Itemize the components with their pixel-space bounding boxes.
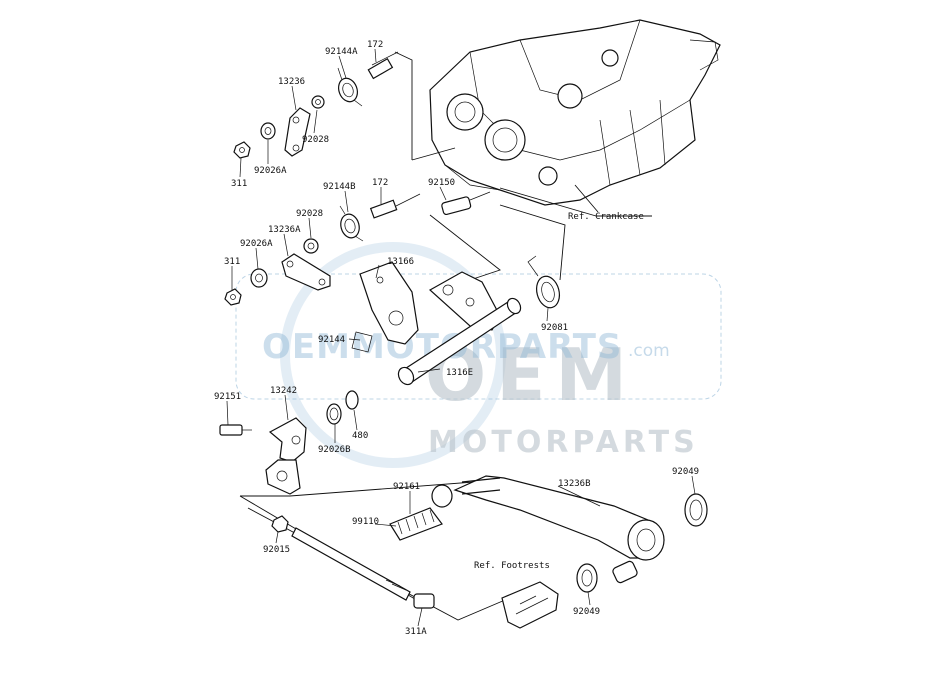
leader-lines xyxy=(226,48,696,627)
part-label-172: 172 xyxy=(367,40,383,50)
part-label-92144A: 92144A xyxy=(325,47,358,57)
part-label-13166: 13166 xyxy=(387,257,414,267)
part-label-92015: 92015 xyxy=(263,545,290,555)
part-label-92049: 92049 xyxy=(672,467,699,477)
watermark-frame xyxy=(235,273,722,400)
middle-arm-group xyxy=(224,191,491,306)
shift-shaft-group xyxy=(326,255,561,425)
watermark-globe-icon xyxy=(280,242,506,468)
ref-crankcase-label: Ref. Crankcase xyxy=(568,212,644,222)
part-label-92026A-b: 92026A xyxy=(240,239,273,249)
part-label-311: 311 xyxy=(231,179,247,189)
part-label-172-b: 172 xyxy=(372,178,388,188)
part-label-92081: 92081 xyxy=(541,323,568,333)
ref-footrests-label: Ref. Footrests xyxy=(474,561,550,571)
part-labels: 92144A 172 13236 92028 311 92026A 92144B… xyxy=(214,40,699,637)
watermark: OEM OEMMOTORPARTS .com MOTORPARTS xyxy=(235,242,722,468)
part-label-92026A: 92026A xyxy=(254,166,287,176)
part-label-92026B: 92026B xyxy=(318,445,351,455)
watermark-brand-text: MOTORPARTS xyxy=(428,425,699,460)
part-label-92144B: 92144B xyxy=(323,182,356,192)
part-label-311-b: 311 xyxy=(224,257,240,267)
part-label-99110: 99110 xyxy=(352,517,379,527)
part-label-92161: 92161 xyxy=(393,482,420,492)
part-label-92028-b: 92028 xyxy=(296,209,323,219)
part-label-92151: 92151 xyxy=(214,392,241,402)
watermark-tld-text: .com xyxy=(628,341,670,361)
part-label-13236: 13236 xyxy=(278,77,305,87)
part-label-1316E: 1316E xyxy=(446,368,473,378)
part-label-92049-b: 92049 xyxy=(573,607,600,617)
upper-arm-group xyxy=(233,51,399,159)
part-label-92144: 92144 xyxy=(318,335,345,345)
linkage-group xyxy=(219,417,708,629)
part-label-13236B: 13236B xyxy=(558,479,591,489)
part-label-13242: 13242 xyxy=(270,386,297,396)
part-label-480: 480 xyxy=(352,431,368,441)
part-label-311A: 311A xyxy=(405,627,427,637)
crankcase-drawing xyxy=(429,19,721,217)
part-label-13236A: 13236A xyxy=(268,225,301,235)
part-label-92028: 92028 xyxy=(302,135,329,145)
part-label-92150: 92150 xyxy=(428,178,455,188)
